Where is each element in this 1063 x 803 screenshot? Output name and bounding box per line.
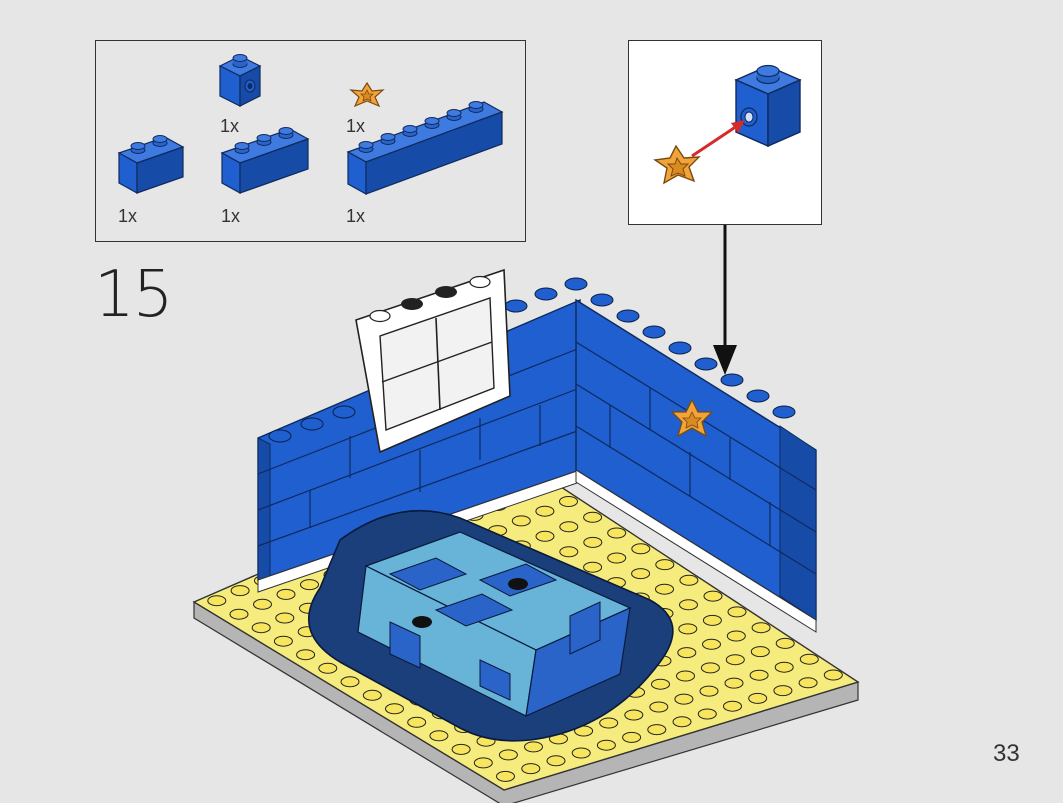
plate-stud xyxy=(676,670,695,682)
plate-stud xyxy=(823,669,843,681)
plate-stud xyxy=(702,614,722,626)
plate-stud xyxy=(748,692,768,704)
plate-stud xyxy=(596,739,616,751)
plate-stud xyxy=(799,653,819,665)
plate-stud xyxy=(583,511,603,523)
plate-stud xyxy=(678,623,698,635)
plate-stud xyxy=(655,559,675,571)
plate-stud xyxy=(655,583,674,595)
plate-stud xyxy=(473,757,493,769)
plate-stud xyxy=(631,543,651,555)
plate-stud xyxy=(726,630,746,642)
sub-assembly-illustration xyxy=(653,64,802,185)
plate-stud xyxy=(511,515,531,527)
plate-stud xyxy=(622,731,642,743)
plate-stud xyxy=(571,747,591,759)
plate-stud xyxy=(607,552,627,564)
plate-stud xyxy=(230,585,250,597)
plate-stud xyxy=(727,606,747,618)
plate-stud xyxy=(498,749,518,761)
plate-stud xyxy=(521,763,541,775)
plate-stud xyxy=(385,703,404,715)
plate-stud xyxy=(702,638,721,650)
plate-stud xyxy=(751,622,771,634)
part-brick-1x2 xyxy=(117,135,185,195)
plate-stud xyxy=(583,561,603,573)
plate-stud xyxy=(300,579,319,591)
plate-stud xyxy=(749,669,769,681)
plate-stud xyxy=(672,716,692,728)
part-brick-1x3 xyxy=(220,127,310,195)
plate-stud xyxy=(207,595,227,607)
plate-stud xyxy=(559,496,578,507)
plate-stud xyxy=(723,700,742,712)
plate-stud xyxy=(276,588,296,600)
plate-stud xyxy=(679,574,699,586)
plate-stud xyxy=(362,689,382,701)
plate-stud xyxy=(624,709,644,721)
plate-stud xyxy=(429,730,449,742)
part-quantity-label: 1x xyxy=(346,206,366,226)
part-star xyxy=(349,81,385,108)
part-quantity-label: 1x xyxy=(220,116,240,136)
plate-stud xyxy=(773,685,793,697)
plate-stud xyxy=(677,647,697,659)
plate-stud xyxy=(524,741,543,753)
plate-stud xyxy=(699,685,719,697)
plate-stud xyxy=(253,598,272,610)
plate-stud xyxy=(703,590,723,602)
page-number: 33 xyxy=(993,740,1020,767)
part-quantity-label: 1x xyxy=(118,206,138,226)
plate-stud xyxy=(535,505,555,517)
plate-stud xyxy=(546,755,566,767)
plate-stud xyxy=(649,701,669,713)
step-number: 15 xyxy=(94,258,173,332)
plate-stud xyxy=(318,662,338,674)
part-quantity-label: 1x xyxy=(221,206,241,226)
plate-stud xyxy=(496,770,515,782)
plate-stud xyxy=(251,622,271,634)
plate-stud xyxy=(275,612,295,624)
plate-stud xyxy=(229,608,249,620)
plate-stud xyxy=(535,530,555,542)
plate-stud xyxy=(273,635,293,647)
plate-stud xyxy=(647,724,667,736)
part-quantity-label: 1x xyxy=(346,116,366,136)
plate-stud xyxy=(599,717,619,729)
plate-stud xyxy=(679,599,698,611)
plate-stud xyxy=(725,654,745,666)
plate-stud xyxy=(607,527,627,539)
plate-stud xyxy=(674,693,694,705)
plate-stud xyxy=(559,521,579,533)
plate-stud xyxy=(798,677,818,689)
plate-stud xyxy=(775,637,795,649)
plate-stud xyxy=(340,676,360,688)
plate-stud xyxy=(697,708,717,720)
plate-stud xyxy=(451,743,471,755)
plate-stud xyxy=(296,649,316,661)
plate-stud xyxy=(724,677,744,689)
plate-stud xyxy=(559,546,579,558)
plate-stud xyxy=(700,662,720,674)
callout-pointer-arrow xyxy=(713,225,737,375)
main-model-illustration xyxy=(192,268,860,803)
plate-stud xyxy=(407,716,427,728)
plate-stud xyxy=(750,646,770,658)
plate-stud xyxy=(774,661,794,673)
plate-stud xyxy=(631,568,651,580)
plate-stud xyxy=(583,536,603,548)
plate-stud xyxy=(651,678,670,690)
part-brick-1x1-side-stud xyxy=(218,54,262,107)
part-brick-1x6 xyxy=(346,101,504,196)
